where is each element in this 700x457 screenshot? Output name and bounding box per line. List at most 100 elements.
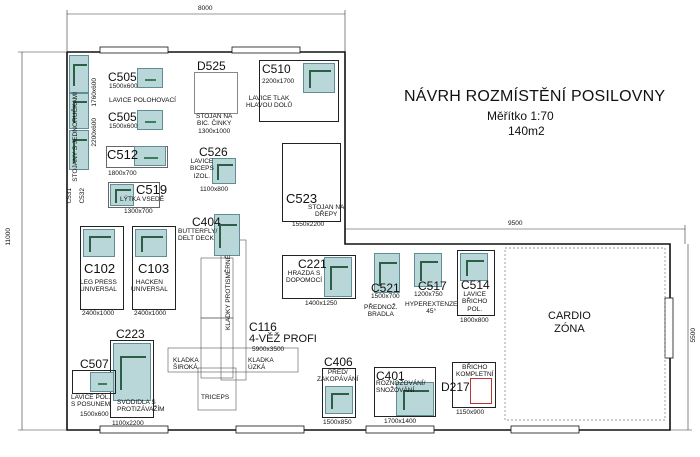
equipment-image [470, 378, 492, 404]
equipment-image [194, 72, 238, 114]
c521-code: C521 [371, 281, 400, 295]
c102-code: C102 [84, 261, 116, 276]
c221-code: C221 [298, 257, 327, 271]
c512-code: C512 [107, 147, 139, 162]
c505a-desc: LAVICE POLOHOVACÍ [109, 97, 176, 104]
c510-footprint [259, 60, 339, 122]
c223-code: C223 [116, 327, 145, 341]
dim-mid: 9500 [508, 220, 523, 227]
dim-top: 8000 [198, 5, 213, 12]
equipment-image [135, 229, 167, 257]
c507-desc: LAVICE POL.S POSUNEM [71, 394, 111, 409]
c406-code: C406 [324, 355, 353, 369]
dim-right: 5500 [690, 328, 697, 343]
plan-area: 140m2 [508, 124, 545, 138]
d217-code: D217 [441, 380, 470, 394]
equipment-image [460, 253, 488, 281]
c505b-code: C505 [108, 110, 137, 124]
c116-size: 5900x3500 [252, 346, 285, 353]
c102-footprint [80, 226, 124, 310]
stojany-desc: STOJANY S JEDNORUČKAMI [72, 92, 79, 182]
c404-code: C404 [192, 215, 221, 229]
d217-size: 1150x900 [456, 409, 485, 416]
c507-footprint [72, 370, 116, 394]
equipment-image [90, 372, 114, 392]
equipment-image [69, 130, 89, 170]
equipment-image [134, 146, 166, 166]
d217-footprint [452, 362, 496, 408]
c102-size: 2400x1000 [82, 310, 115, 317]
c510-code: C510 [262, 62, 291, 76]
c404-desc: BUTTERFLY/DELT DECK [178, 228, 218, 243]
c521-size: 1500x700 [371, 293, 400, 300]
c406-desc: PŘED/ZAKOPÁVÁNÍ [317, 369, 359, 384]
equipment-image [69, 55, 89, 93]
c512-size: 1800x700 [108, 170, 137, 177]
c523-footprint [282, 143, 341, 222]
c519-size: 1300x700 [124, 208, 153, 215]
c401-desc: ROZNOŽOVÁNÍ/SNOŽOVÁNÍ [376, 380, 426, 395]
equipment-image [214, 214, 240, 256]
c521-desc: PŘEDNOŽ.BRADLA [364, 304, 398, 319]
cardio-zone-label: CARDIO ZÓNA [548, 310, 591, 336]
equipment-image [324, 257, 352, 297]
equipment-image [325, 386, 353, 414]
c523-size: 1550x2200 [292, 221, 325, 228]
c116-code: C116 [249, 320, 277, 334]
equipment-image [113, 343, 151, 401]
c519-desc: LÝTKA VSEDĚ [120, 196, 165, 203]
equipment-image [137, 110, 163, 130]
c531-code: C531 [66, 188, 73, 204]
equipment-image [137, 68, 163, 88]
equipment-image [110, 184, 134, 206]
c103-footprint [132, 226, 176, 310]
equipment-image [374, 253, 400, 293]
dim-left: 11000 [5, 228, 12, 246]
c103-size: 2400x1000 [134, 310, 167, 317]
equipment-image [414, 253, 442, 287]
c532-code: C532 [79, 188, 86, 204]
c523-code: C523 [286, 191, 318, 206]
c526-size: 1100x800 [200, 186, 229, 193]
c526-code: C526 [199, 145, 228, 159]
c116-desc: 4-VĚŽ PROFI [249, 333, 317, 345]
equipment-image [396, 382, 434, 416]
c221-size: 1400x1250 [305, 300, 338, 307]
equipment-image [83, 229, 115, 257]
c406-size: 1500x850 [323, 419, 352, 426]
c519-code: C519 [136, 182, 168, 197]
equipment-image [212, 158, 236, 184]
c223-size: 1100x2200 [112, 420, 144, 427]
plan-scale: Měřítko 1:70 [487, 109, 554, 123]
c401-code: C401 [376, 369, 405, 383]
c517-size: 1200x750 [414, 291, 443, 298]
stojany-size-2: 2200x600 [91, 118, 98, 147]
plan-title: NÁVRH ROZMÍSTĚNÍ POSILOVNY [404, 88, 666, 105]
c517-code: C517 [418, 279, 447, 293]
c510-size: 2200x1700 [262, 78, 295, 85]
c514-size: 1800x800 [460, 317, 489, 324]
c401-size: 1700x1400 [384, 418, 417, 425]
c401-footprint [374, 367, 436, 417]
c103-code: C103 [138, 261, 170, 276]
c507-size: 1500x600 [80, 411, 109, 418]
c505a-size: 1500x600 [109, 83, 138, 90]
c116-kladky: KLADKY PROTISMĚRNÉ [225, 255, 232, 331]
c505b-size: 1500x600 [109, 123, 138, 130]
c514-footprint [457, 250, 495, 316]
c505a-code: C505 [108, 70, 137, 84]
d525-code: D525 [197, 59, 226, 73]
equipment-image [303, 63, 335, 93]
